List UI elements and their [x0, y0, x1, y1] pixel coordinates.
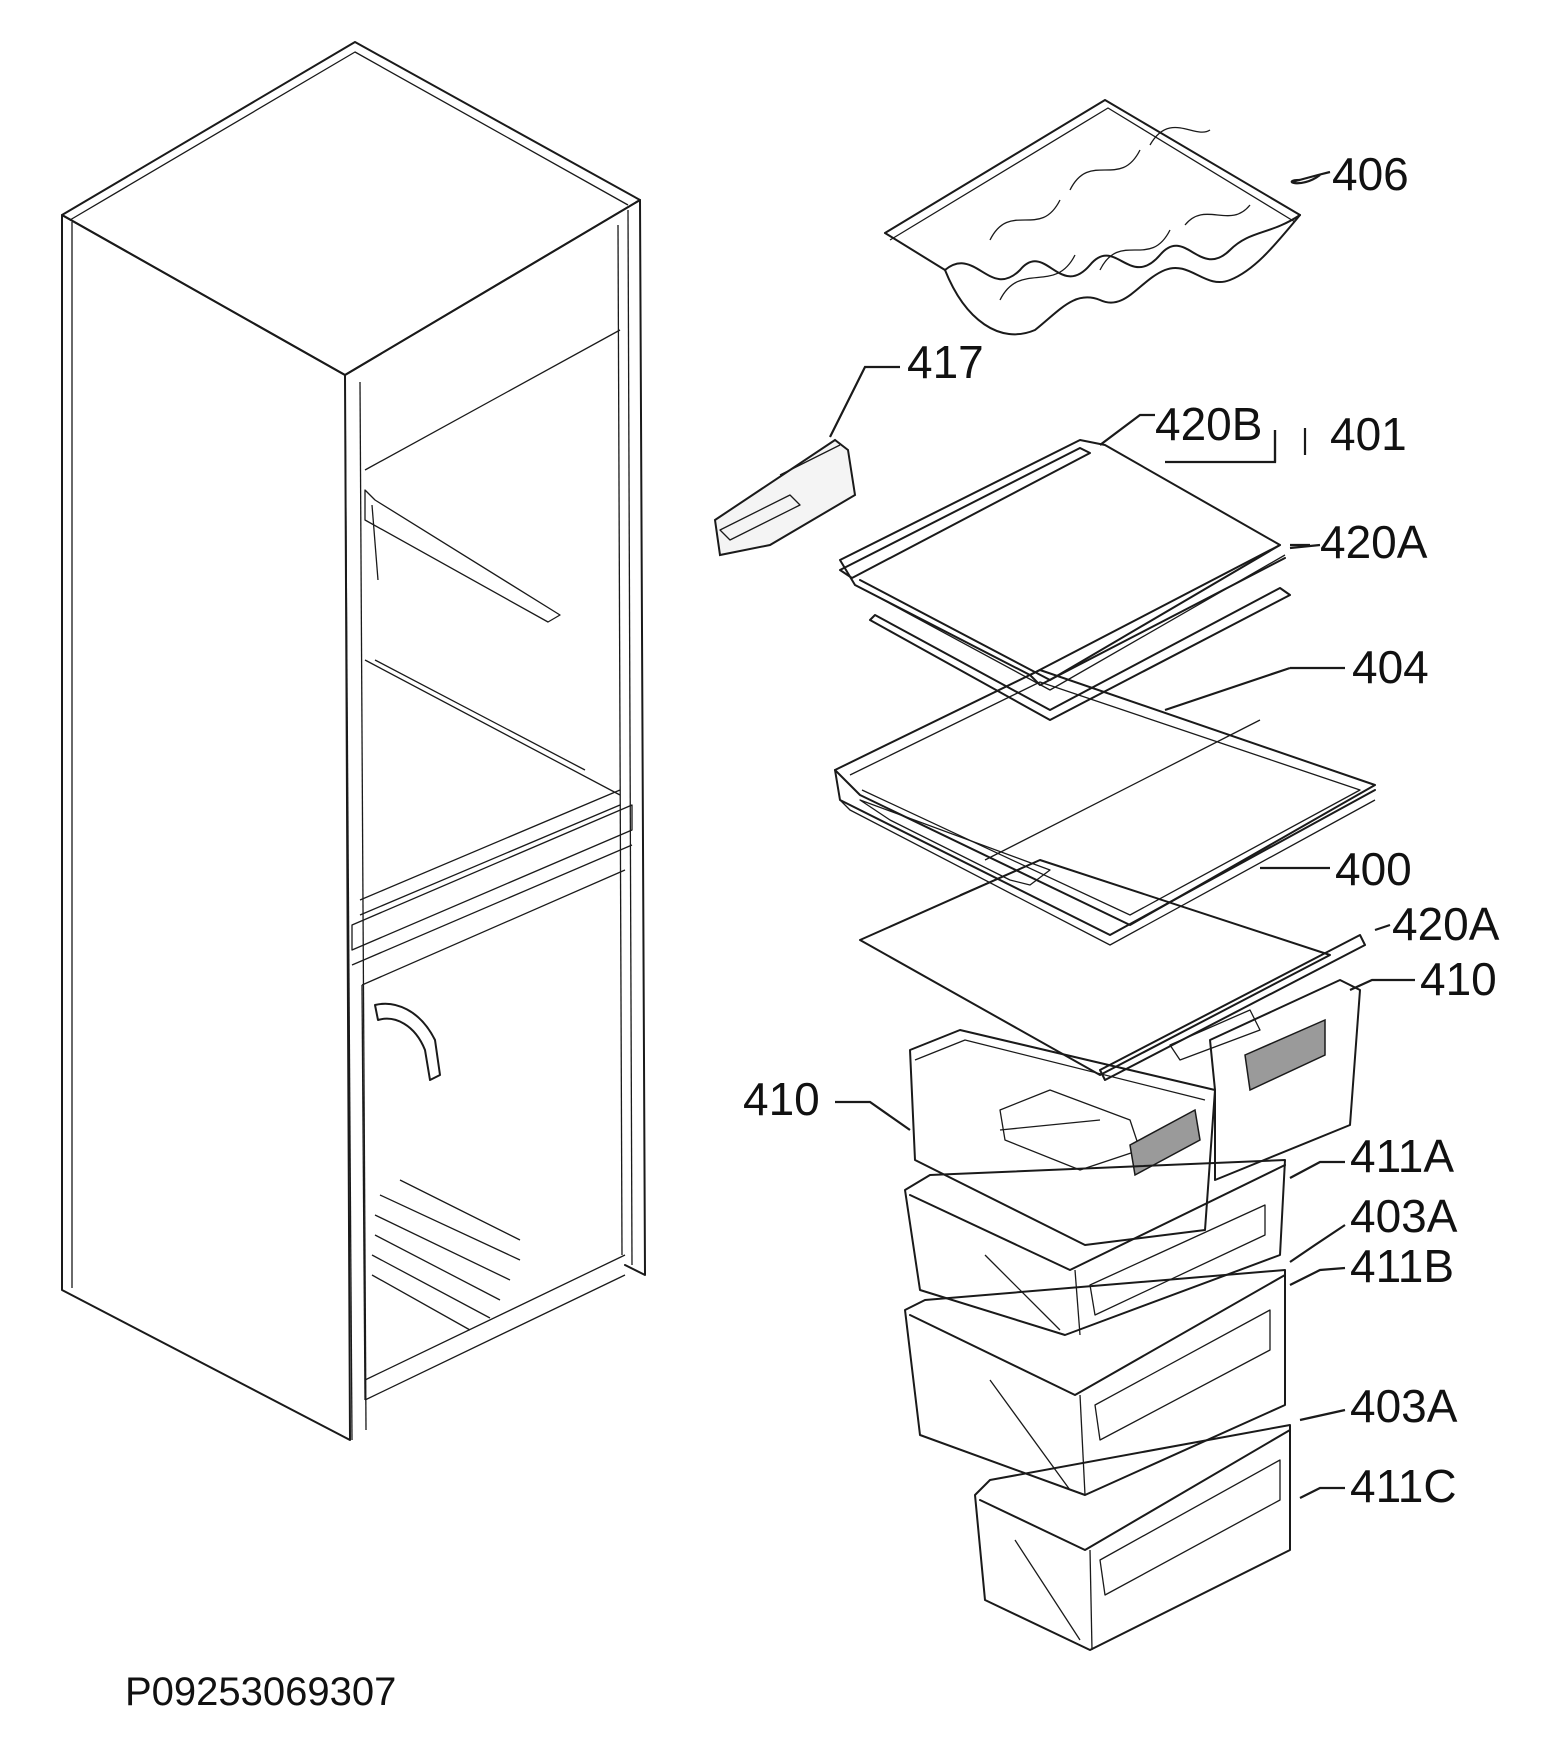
shelf-404 — [834, 669, 1376, 946]
label-417: 417 — [907, 336, 984, 388]
label-403A-lower: 403A — [1350, 1380, 1458, 1432]
label-400: 400 — [1335, 843, 1412, 895]
label-401: 401 — [1330, 408, 1407, 460]
label-411C: 411C — [1350, 1460, 1457, 1512]
label-420A-lower: 420A — [1392, 898, 1500, 950]
bracket-417 — [713, 438, 857, 557]
drawing-code: P09253069307 — [125, 1670, 396, 1714]
glass-shelf-401 — [839, 439, 1291, 721]
drawer-411B — [904, 1269, 1286, 1496]
fridge-cabinet — [61, 41, 646, 1441]
wine-rack-406 — [884, 99, 1301, 336]
label-404: 404 — [1352, 641, 1429, 693]
trim-420A-lower — [1099, 934, 1366, 1081]
label-406: 406 — [1332, 148, 1409, 200]
label-411A: 411A — [1350, 1130, 1454, 1182]
label-420A-top: 420A — [1320, 516, 1428, 568]
drawer-411C — [974, 1424, 1291, 1651]
label-410-right: 410 — [1420, 953, 1497, 1005]
label-411B: 411B — [1350, 1240, 1454, 1292]
label-410-left: 410 — [743, 1073, 820, 1125]
leader-lines — [829, 170, 1415, 1499]
glass-plate-400 — [859, 859, 1331, 1076]
label-403A-top: 403A — [1350, 1190, 1458, 1242]
drawer-411A — [904, 1159, 1286, 1336]
crisper-drawers-410 — [909, 979, 1361, 1246]
label-420B: 420B — [1155, 398, 1262, 450]
part-labels: 406 417 420B 401 420A 404 400 420A 410 4… — [743, 148, 1500, 1512]
